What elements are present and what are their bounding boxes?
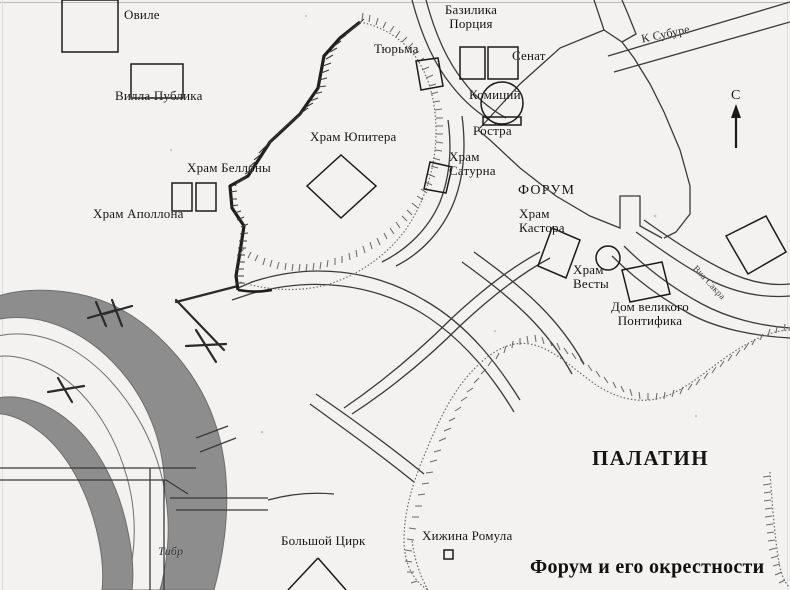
ovile-footprint [61,0,119,53]
temple-bellona-footprint-a [171,182,193,212]
label-basilica-porcia: Базилика Порция [444,2,498,31]
paper-speckles [169,14,698,434]
east-building-footprint [724,215,788,276]
label-senate: Сенат [512,48,546,63]
palatine-hatching [404,323,786,584]
label-ovile: Овиле [124,7,160,22]
building-footprints [61,0,788,590]
senate-footprint [487,46,519,80]
north-arrow-icon [731,104,741,148]
basilica-porcia-footprint [459,46,486,80]
temple-bellona-footprint-b [195,182,217,212]
villa-publica-footprint [130,63,184,99]
map-title: Форум и его окрестности [530,556,765,578]
label-prison: Тюрьма [374,41,419,56]
label-region-forum: ФОРУМ [518,183,576,198]
label-temple-bellona: Храм Беллоны [187,160,271,175]
label-comitium: Комиций [469,87,521,102]
temple-castor-footprint [537,226,581,280]
capitoline-hill [228,12,444,293]
label-rostra: Ростра [473,123,512,138]
label-temple-vesta: Храм Весты [573,262,609,291]
compass-label-north: С [731,88,741,103]
label-temple-jupiter: Храм Юпитера [310,129,397,144]
scarp-hatching-west [229,18,365,284]
scarp-hatching-east [239,12,444,272]
label-temple-castor: Храм Кастора [519,206,565,235]
label-temple-saturn: Храм Сатурна [449,149,496,178]
comitium-footprint [480,81,524,125]
label-romulus-hut: Хижина Ромула [422,528,513,543]
circus-maximus-footprint [287,557,347,590]
temple-saturn-footprint [423,161,453,194]
page-border-right [787,0,788,590]
bridge-group [46,284,240,404]
rostra-footprint [482,116,522,126]
temple-vesta-footprint [595,245,621,271]
label-region-palatin: ПАЛАТИН [592,446,709,470]
palatine-hill [403,323,790,590]
label-tiber: Тибр [158,544,184,558]
pontifex-house-footprint [621,261,671,303]
romulus-hut-footprint [443,549,454,560]
temple-jupiter-footprint [305,153,378,220]
prison-footprint [415,57,444,91]
page-border-top [0,2,790,3]
label-temple-apollo: Храм Аполлона [93,206,184,221]
tiber-river [0,289,228,590]
label-pontifex-house: Дом великого Понтифика [611,299,689,328]
label-villa-publica: Вилла Публика [115,88,203,103]
label-circus-maximus: Большой Цирк [281,533,366,548]
